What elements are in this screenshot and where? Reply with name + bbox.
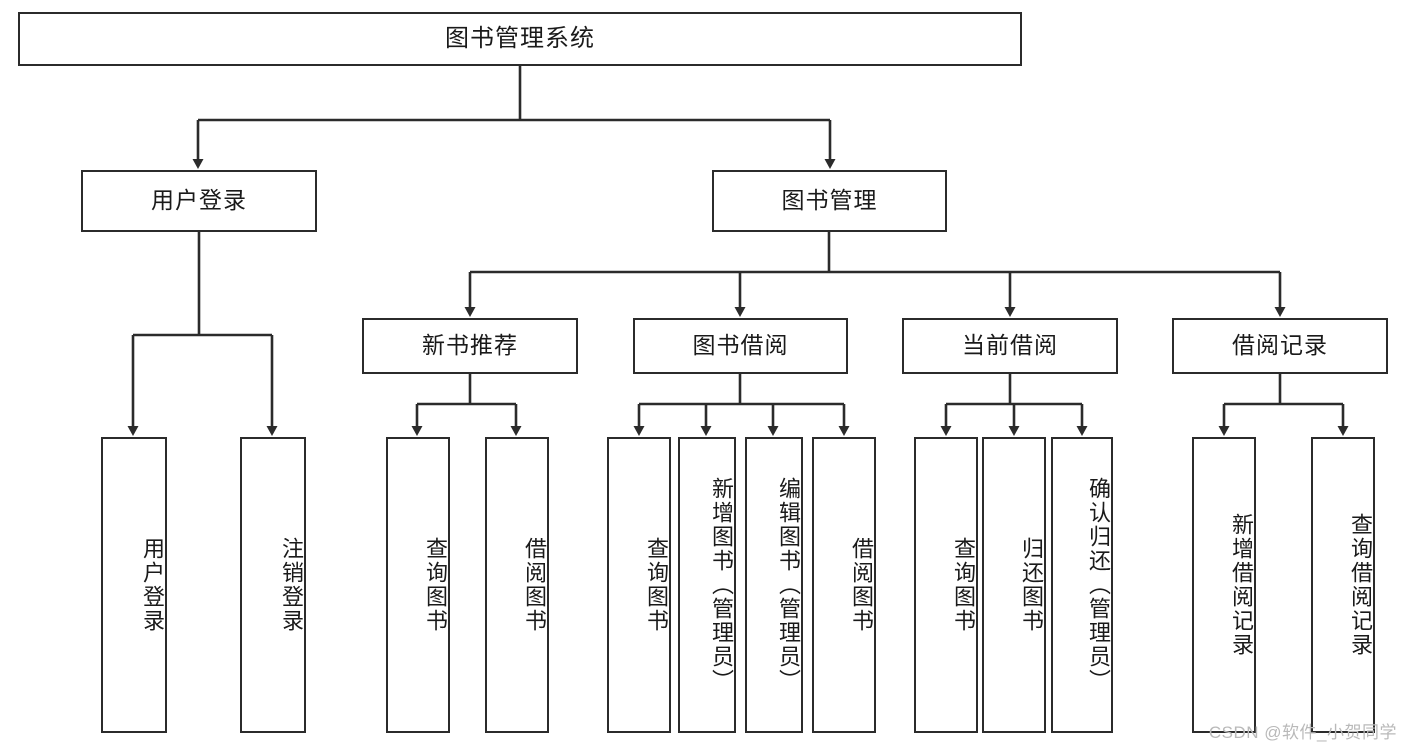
node-borrow-record[interactable]: 借阅记录 [1172, 318, 1388, 374]
node-leaf-borrow-book-2[interactable]: 借阅图书 [812, 437, 876, 733]
node-current-borrow[interactable]: 当前借阅 [902, 318, 1118, 374]
node-new-book-recommend[interactable]: 新书推荐 [362, 318, 578, 374]
csdn-watermark: CSDN @软件_小贺同学 [1208, 723, 1397, 742]
node-leaf-query-book-1[interactable]: 查询图书 [386, 437, 450, 733]
node-leaf-logout-login[interactable]: 注销登录 [240, 437, 306, 733]
node-leaf-add-book[interactable]: 新增图书（管理员） [678, 437, 736, 733]
node-leaf-user-login[interactable]: 用户登录 [101, 437, 167, 733]
node-leaf-query-book-2[interactable]: 查询图书 [607, 437, 671, 733]
node-leaf-query-book-3[interactable]: 查询图书 [914, 437, 978, 733]
node-label: 借阅记录 [1232, 332, 1328, 359]
node-label: 查询借阅记录 [1348, 513, 1373, 657]
node-label: 新增借阅记录 [1229, 513, 1254, 657]
node-label: 借阅图书 [849, 537, 874, 633]
node-label: 用户登录 [140, 537, 165, 633]
node-leaf-edit-book[interactable]: 编辑图书（管理员） [745, 437, 803, 733]
node-book-management[interactable]: 图书管理 [712, 170, 947, 232]
node-label: 图书管理 [781, 187, 878, 214]
node-book-borrow[interactable]: 图书借阅 [633, 318, 848, 374]
node-leaf-add-record[interactable]: 新增借阅记录 [1192, 437, 1256, 733]
node-label: 借阅图书 [522, 537, 547, 633]
node-leaf-borrow-book-1[interactable]: 借阅图书 [485, 437, 549, 733]
node-label: 注销登录 [279, 537, 304, 633]
node-label: 新增图书（管理员） [709, 477, 734, 693]
node-label: 归还图书 [1019, 537, 1044, 633]
node-label: 当前借阅 [962, 332, 1058, 359]
node-label: 查询图书 [644, 537, 669, 633]
node-label: 查询图书 [423, 537, 448, 633]
node-label: 新书推荐 [422, 332, 518, 359]
node-user-login[interactable]: 用户登录 [81, 170, 317, 232]
node-leaf-confirm-return[interactable]: 确认归还（管理员） [1051, 437, 1113, 733]
node-label: 用户登录 [151, 187, 247, 214]
node-root-book-management-system[interactable]: 图书管理系统 [18, 12, 1022, 66]
node-label: 确认归还（管理员） [1086, 477, 1111, 693]
node-leaf-return-book[interactable]: 归还图书 [982, 437, 1046, 733]
node-label: 图书借阅 [692, 332, 789, 359]
node-label: 查询图书 [951, 537, 976, 633]
node-label: 图书管理系统 [445, 24, 595, 52]
node-label: 编辑图书（管理员） [776, 477, 801, 693]
node-leaf-query-record[interactable]: 查询借阅记录 [1311, 437, 1375, 733]
